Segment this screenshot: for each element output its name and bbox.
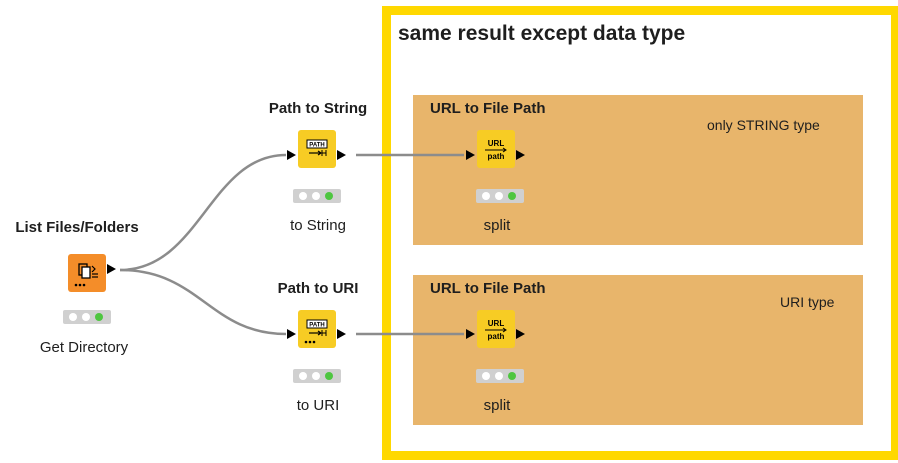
status-traffic-light (293, 369, 341, 383)
connection-list-to-uri (119, 268, 287, 336)
svg-text:URL: URL (488, 139, 505, 148)
node-name-path-to-uri[interactable]: Path to URI (277, 280, 359, 297)
list-files-icon (74, 263, 98, 287)
node-label-path-to-string[interactable]: to String (290, 217, 346, 234)
annotation-box-string[interactable] (413, 95, 863, 245)
annotation-box-title: URL to File Path (430, 100, 546, 117)
path-to-uri-icon: PATH (304, 319, 328, 344)
svg-text:PATH: PATH (309, 143, 324, 149)
path-to-string-icon: PATH (306, 139, 328, 156)
svg-text:path: path (488, 332, 505, 341)
node-label-path-to-uri[interactable]: to URI (296, 397, 340, 414)
annotation-box-uri[interactable] (413, 275, 863, 425)
status-traffic-light (293, 189, 341, 203)
annotation-box-title: URL to File Path (430, 280, 546, 297)
node-label-url-to-path-top[interactable]: split (483, 217, 511, 234)
node-name-list-files[interactable]: List Files/Folders (15, 219, 139, 236)
node-url-to-path-bottom[interactable]: URL path (477, 310, 515, 348)
status-traffic-light (63, 310, 111, 324)
node-url-to-path-top[interactable]: URL path (477, 130, 515, 168)
node-list-files[interactable] (68, 254, 106, 292)
input-port[interactable] (466, 150, 475, 160)
node-label-list-files[interactable]: Get Directory (39, 339, 129, 356)
status-traffic-light (476, 369, 524, 383)
node-path-to-uri[interactable]: PATH (298, 310, 336, 348)
annotation-title: same result except data type (398, 22, 686, 45)
input-port[interactable] (287, 329, 296, 339)
connection-list-to-string (119, 153, 287, 272)
output-port[interactable] (107, 264, 116, 274)
svg-text:URL: URL (488, 319, 505, 328)
input-port[interactable] (287, 150, 296, 160)
output-port[interactable] (516, 150, 525, 160)
output-port[interactable] (337, 329, 346, 339)
output-port[interactable] (337, 150, 346, 160)
output-port[interactable] (516, 329, 525, 339)
node-label-url-to-path-bottom[interactable]: split (483, 397, 511, 414)
annotation-box-note: only STRING type (707, 117, 820, 133)
url-to-path-icon: URL path (485, 139, 507, 161)
annotation-box-note: URI type (780, 294, 835, 310)
node-path-to-string[interactable]: PATH (298, 130, 336, 168)
url-to-path-icon: URL path (485, 319, 507, 341)
status-traffic-light (476, 189, 524, 203)
svg-text:path: path (488, 152, 505, 161)
node-name-path-to-string[interactable]: Path to String (268, 100, 368, 117)
svg-text:PATH: PATH (309, 323, 324, 329)
input-port[interactable] (466, 329, 475, 339)
